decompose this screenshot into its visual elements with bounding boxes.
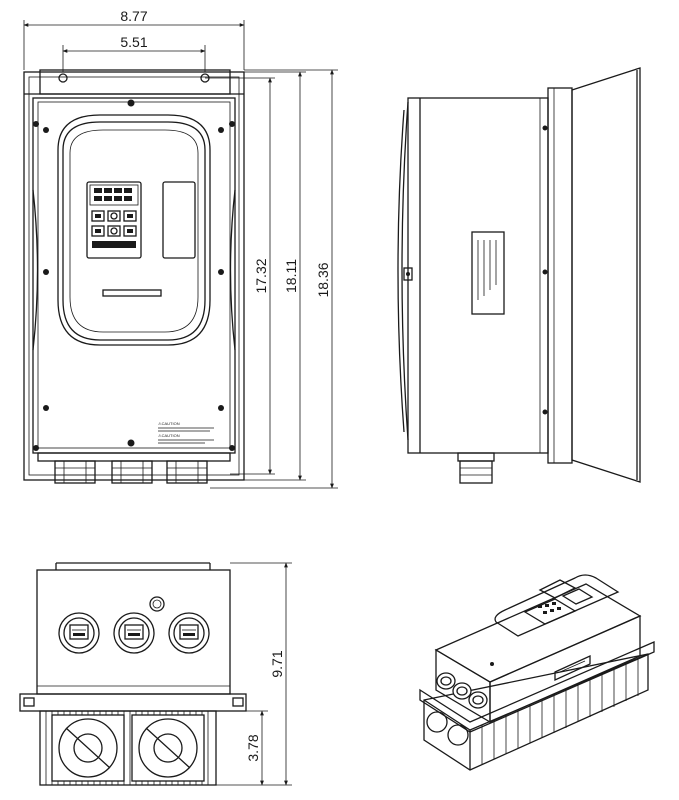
dim-label-18-11: 18.11 bbox=[283, 259, 299, 293]
dim-heatsink-depth: 3.78 bbox=[245, 710, 268, 786]
keypad bbox=[86, 181, 142, 259]
cooling-fans bbox=[51, 714, 205, 782]
front-nameplate bbox=[102, 289, 162, 297]
iso-cable-glands bbox=[436, 672, 488, 709]
dim-front-width: 8.77 bbox=[23, 8, 245, 70]
dim-label-5-51: 5.51 bbox=[120, 34, 147, 50]
iso-heatsink-fins bbox=[481, 658, 639, 764]
knockout-hole bbox=[149, 596, 165, 612]
dim-label-8-77: 8.77 bbox=[120, 8, 147, 24]
svg-text:⚠CAUTION: ⚠CAUTION bbox=[158, 433, 180, 438]
front-view: 8.77 5.51 bbox=[23, 8, 338, 489]
dim-label-3-78: 3.78 bbox=[245, 734, 261, 761]
dim-mount-hole-spacing: 5.51 bbox=[62, 34, 206, 72]
bottom-heatsink bbox=[39, 710, 217, 786]
side-label bbox=[471, 231, 505, 315]
dim-label-17-32: 17.32 bbox=[253, 258, 269, 293]
side-cable-gland bbox=[457, 452, 495, 484]
body-screws bbox=[33, 99, 235, 451]
dim-mount-height: 17.32 bbox=[205, 77, 275, 475]
dim-depth: 9.71 bbox=[216, 562, 292, 786]
dim-overall-height: 18.36 bbox=[210, 69, 338, 489]
dim-body-height: 18.11 bbox=[244, 71, 306, 481]
caution-labels: ⚠CAUTION ⚠CAUTION bbox=[158, 421, 214, 444]
bottom-flange bbox=[19, 693, 247, 712]
display-window bbox=[162, 181, 196, 259]
svg-text:⚠CAUTION: ⚠CAUTION bbox=[158, 421, 180, 426]
mount-hole-top-left bbox=[58, 73, 68, 83]
side-flange bbox=[547, 87, 573, 464]
bottom-cable-glands bbox=[58, 612, 210, 654]
bottom-view: 9.71 3.78 bbox=[19, 562, 292, 786]
bottom-enclosure bbox=[36, 569, 231, 695]
cable-glands-front bbox=[54, 460, 208, 484]
dim-label-18-36: 18.36 bbox=[315, 262, 331, 297]
isometric-view bbox=[419, 574, 655, 771]
mounting-plate bbox=[23, 71, 245, 481]
front-cover bbox=[62, 121, 206, 341]
side-view bbox=[397, 67, 641, 484]
dim-label-9-71: 9.71 bbox=[269, 650, 285, 677]
side-heatsink bbox=[571, 67, 641, 483]
